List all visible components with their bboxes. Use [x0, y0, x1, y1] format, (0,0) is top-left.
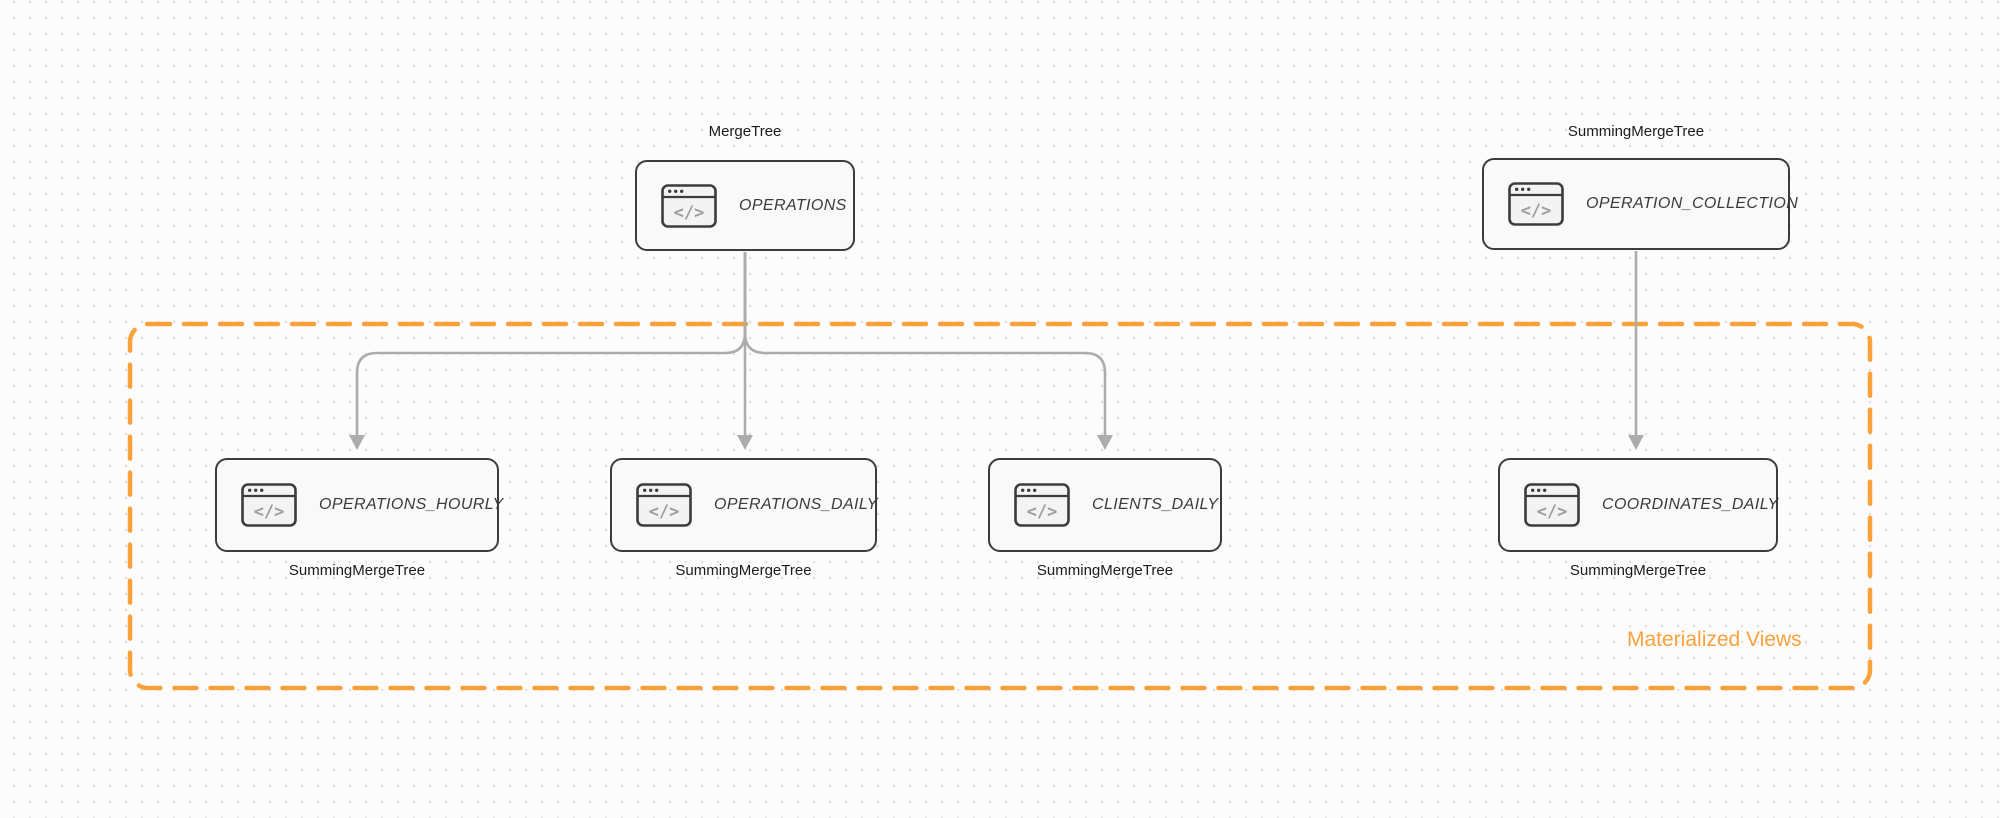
engine-label-operation-collection: SummingMergeTree: [1567, 123, 1705, 140]
node-label-operations: OPERATIONS: [739, 196, 847, 214]
engine-label-operations-daily: SummingMergeTree: [675, 562, 812, 579]
node-operations-daily[interactable]: OPERATIONS_DAILY: [610, 458, 877, 552]
node-coordinates-daily[interactable]: COORDINATES_DAILY: [1498, 458, 1778, 552]
code-window-icon: [1508, 182, 1564, 226]
node-label-operations-hourly: OPERATIONS_HOURLY: [319, 496, 504, 513]
engine-label-operations-hourly: SummingMergeTree: [288, 562, 426, 579]
edge-operations-to-clients-daily[interactable]: [743, 252, 1113, 450]
materialized-views-group-box[interactable]: [127, 321, 1873, 691]
node-operations-hourly[interactable]: OPERATIONS_HOURLY: [215, 458, 503, 552]
engine-label-operations: MergeTree: [708, 123, 782, 140]
code-window-icon: [661, 184, 717, 228]
code-window-icon: [1014, 483, 1070, 527]
node-operation-collection[interactable]: OPERATION_COLLECTION: [1482, 158, 1798, 250]
code-window-icon: [636, 483, 692, 527]
engine-label-clients-daily: SummingMergeTree: [1036, 562, 1174, 579]
node-operations[interactable]: OPERATIONS: [635, 160, 855, 251]
node-clients-daily[interactable]: CLIENTS_DAILY: [988, 458, 1222, 552]
node-label-operation-collection: OPERATION_COLLECTION: [1586, 195, 1799, 212]
node-label-coordinates-daily: COORDINATES_DAILY: [1602, 496, 1779, 513]
node-label-operations-daily: OPERATIONS_DAILY: [714, 496, 878, 513]
code-window-icon: [241, 483, 297, 527]
edge-operations-to-operations-hourly[interactable]: [349, 252, 747, 450]
materialized-views-label: Materialized Views: [1627, 628, 1802, 651]
node-label-clients-daily: CLIENTS_DAILY: [1092, 496, 1219, 513]
code-window-icon: [1524, 483, 1580, 527]
engine-label-coordinates-daily: SummingMergeTree: [1569, 562, 1707, 579]
